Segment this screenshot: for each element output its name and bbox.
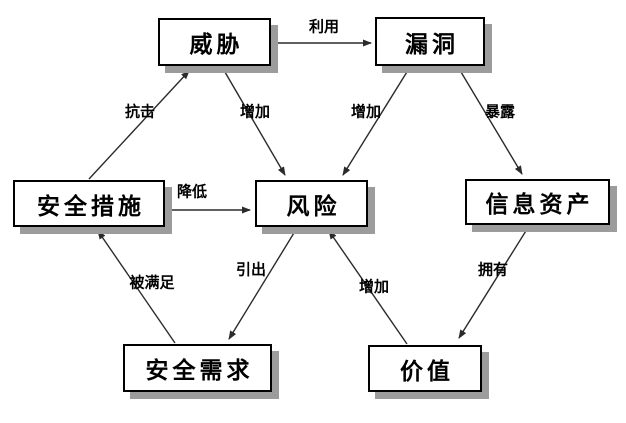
arrow-vulnerability-increases-risk: [342, 66, 411, 176]
edge-label-resist: 抗击: [124, 102, 156, 121]
node-threat: 威胁: [158, 18, 271, 66]
node-vulnerability: 漏洞: [375, 17, 485, 66]
arrow-risk-leads-to-requirements: [228, 227, 298, 340]
edge-label-increase-vulnerability: 增加: [350, 102, 382, 121]
arrow-requirements-satisfied-by-measures: [97, 230, 176, 344]
edge-label-increase-value: 增加: [358, 277, 390, 296]
node-security-measures: 安全措施: [13, 180, 165, 227]
edge-label-lead-to: 引出: [235, 260, 267, 279]
edge-label-increase-threat: 增加: [239, 102, 271, 121]
edge-label-expose: 暴露: [484, 102, 516, 121]
arrow-measures-resist-threat: [88, 70, 190, 180]
edge-label-own: 拥有: [477, 260, 509, 279]
arrow-vulnerability-exposes-assets: [457, 66, 523, 175]
edge-label-exploit: 利用: [308, 17, 340, 36]
edge-label-reduce: 降低: [176, 182, 208, 201]
arrow-value-increases-risk: [328, 230, 408, 345]
node-security-requirements: 安全需求: [123, 344, 272, 392]
arrow-threat-increases-risk: [221, 66, 286, 176]
node-information-assets: 信息资产: [465, 179, 610, 225]
edge-label-satisfied: 被满足: [129, 273, 175, 292]
node-risk: 风险: [255, 180, 368, 227]
arrow-assets-own-value: [458, 225, 530, 339]
node-value: 价值: [368, 345, 482, 392]
